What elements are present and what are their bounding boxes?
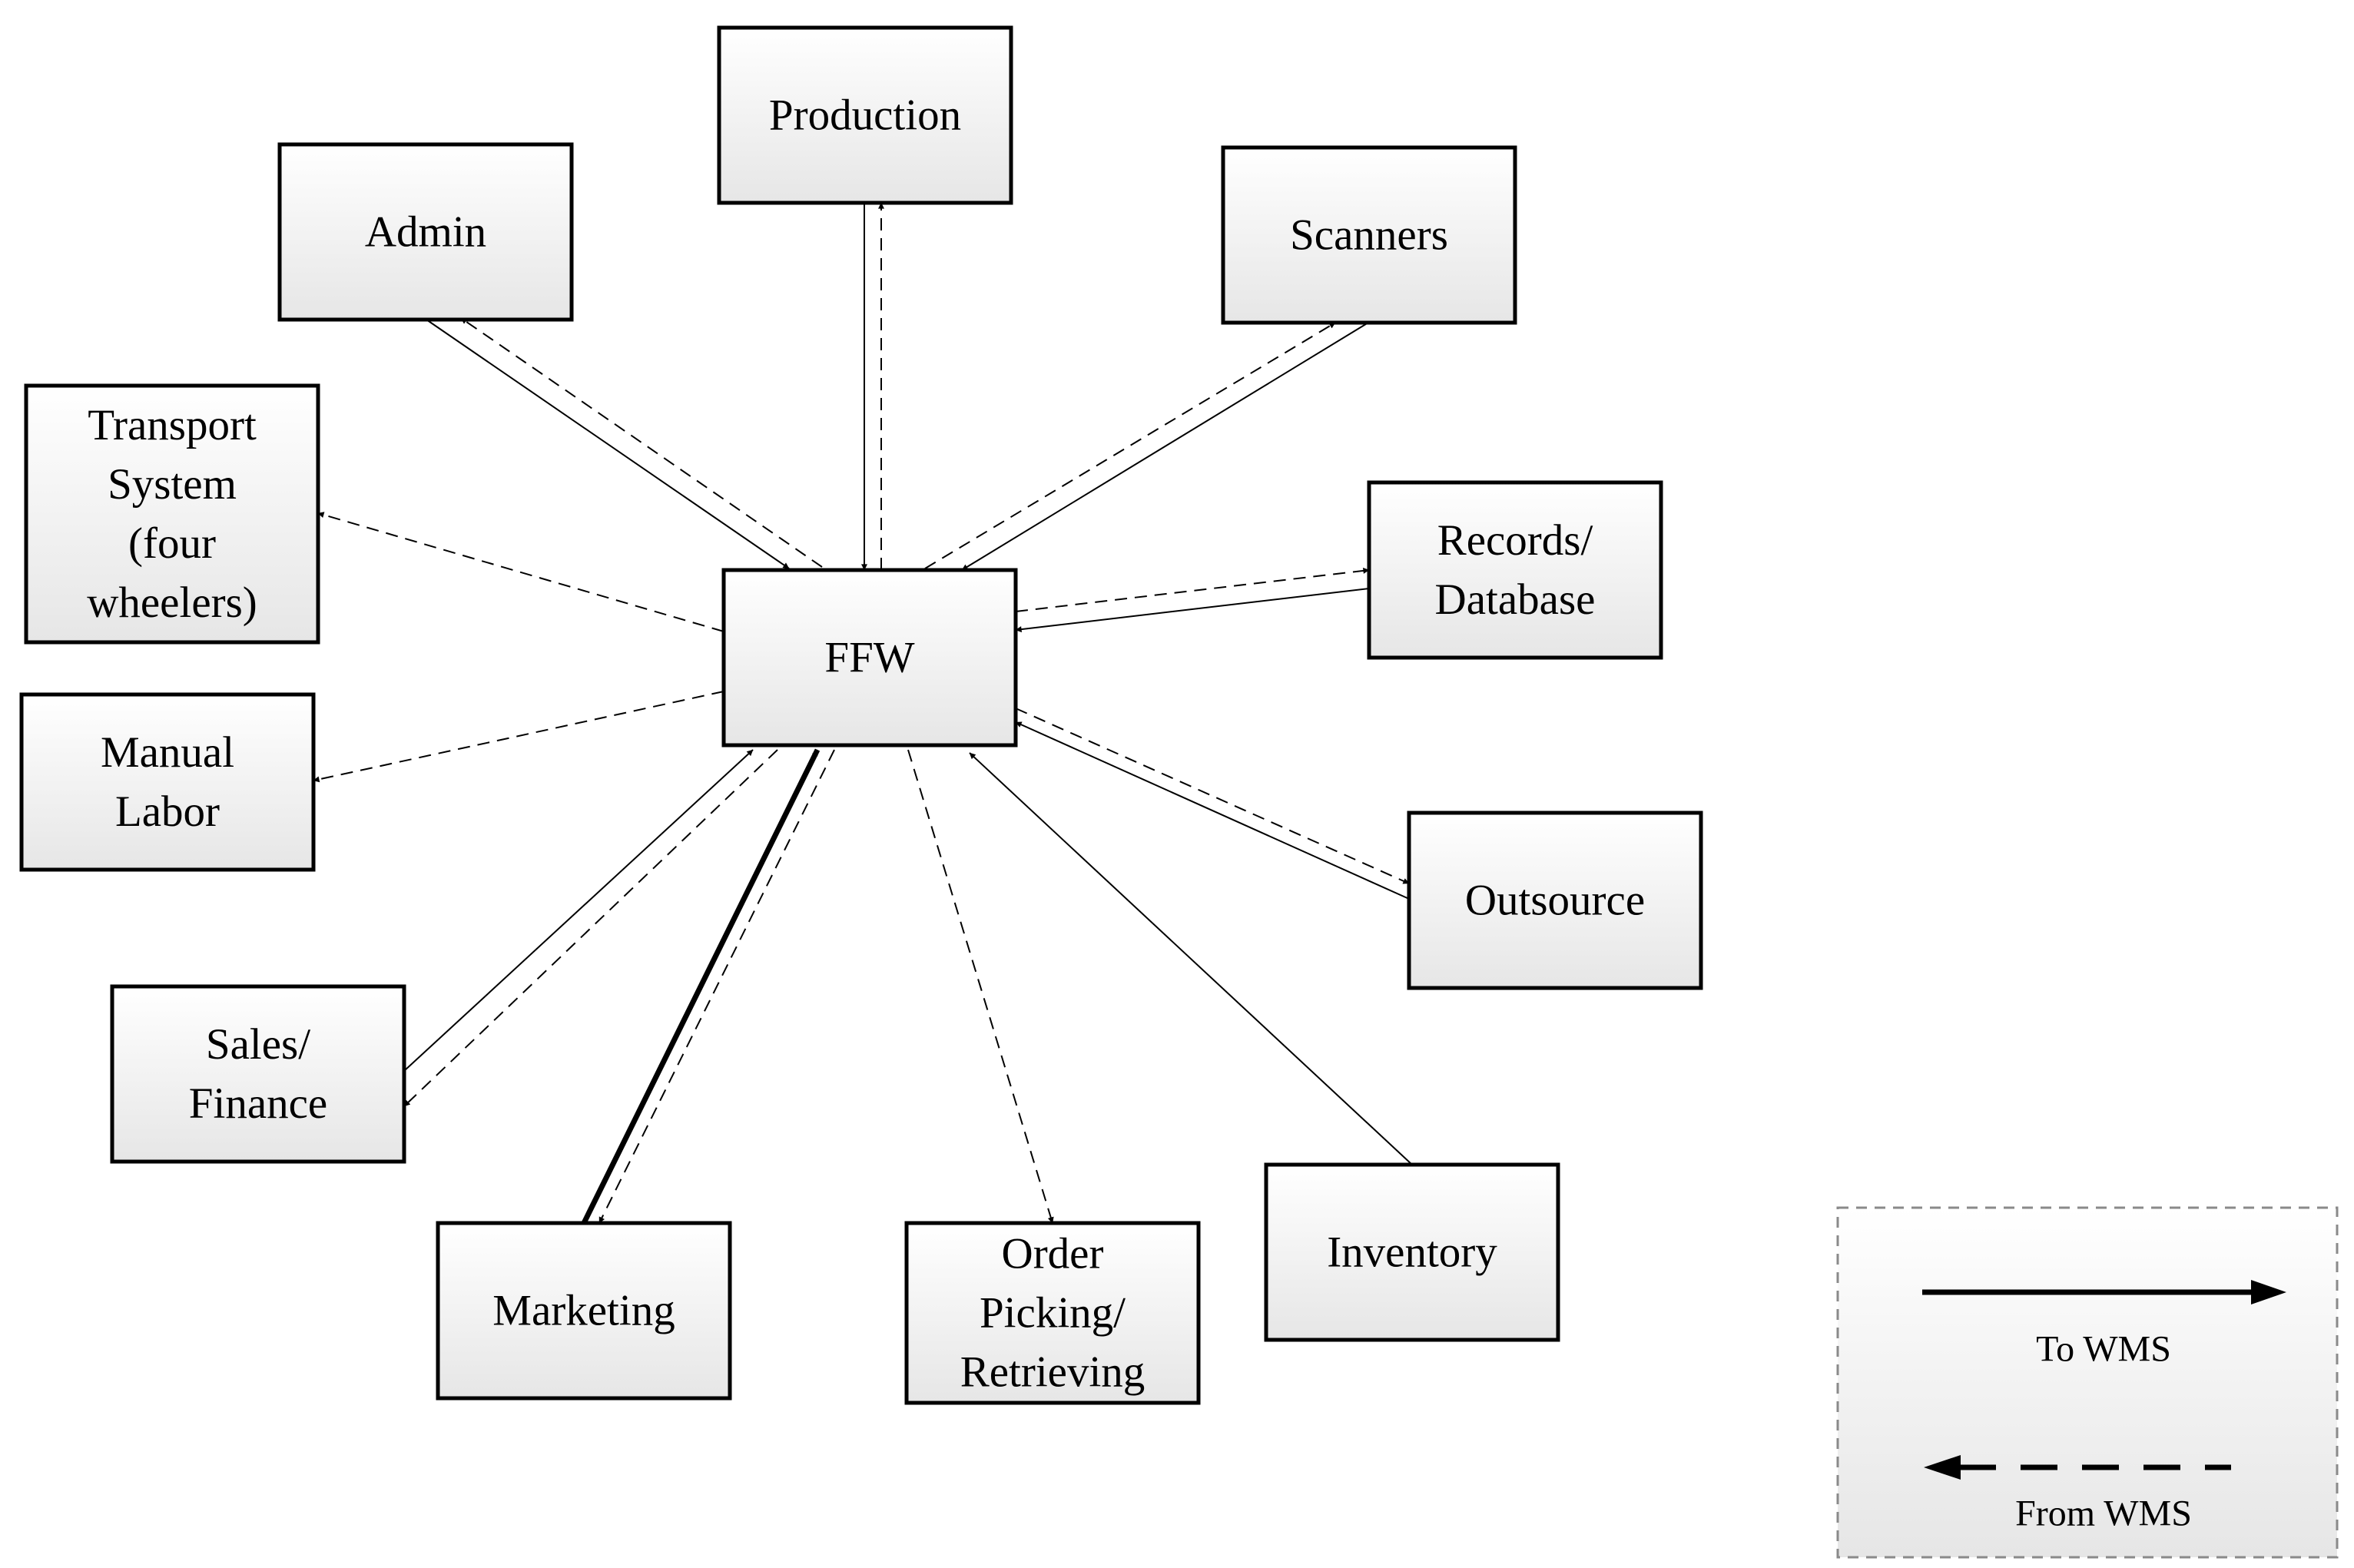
to-wms-connector-scanners: [961, 322, 1369, 571]
legend-box: [1836, 1206, 2339, 1559]
node-ffw: FFW: [721, 568, 1018, 748]
node-production-label: Production: [769, 91, 961, 140]
to-wms-connector-records: [1015, 588, 1370, 633]
node-transport-label: Transport: [88, 401, 257, 449]
from-wms-connector-records: [1015, 567, 1370, 612]
node-transport-box: [24, 383, 320, 645]
node-sales-label: Sales/: [206, 1020, 310, 1069]
node-scanners: Scanners: [1221, 145, 1517, 325]
node-admin-box: [277, 142, 574, 322]
node-ffw-label: FFW: [824, 634, 914, 682]
connector-layer: [313, 202, 1413, 1225]
node-ffw-box: [721, 568, 1018, 748]
to-wms-label: To WMS: [2036, 1329, 2171, 1370]
node-sales-label: Finance: [189, 1079, 327, 1128]
node-records: Records/Database: [1367, 480, 1663, 660]
from-wms-connector-transport: [317, 512, 724, 632]
node-inventory-box: [1264, 1162, 1560, 1342]
to-wms-arrowhead: [2251, 1280, 2286, 1304]
node-order-box: [904, 1221, 1201, 1405]
from-wms-connector-manual: [313, 691, 724, 783]
node-records-box: [1367, 480, 1663, 660]
node-scanners-label: Scanners: [1290, 211, 1448, 260]
node-records-label: Records/: [1437, 516, 1593, 565]
node-manual-label: Labor: [115, 787, 220, 836]
node-sales-box: [110, 984, 406, 1164]
from-wms-connector-order: [907, 749, 1054, 1224]
node-order-label: Picking/: [980, 1289, 1126, 1338]
node-inventory: Inventory: [1264, 1162, 1560, 1342]
node-production: Production: [717, 25, 1013, 205]
node-outsource-box: [1407, 811, 1703, 990]
node-production-box: [717, 25, 1013, 205]
node-transport-label: System: [108, 460, 237, 509]
node-transport-label: (four: [128, 519, 216, 568]
node-marketing-box: [436, 1221, 732, 1401]
node-admin: Admin: [277, 142, 574, 322]
node-manual-label: Manual: [101, 728, 234, 777]
legend: To WMS From WMS: [1836, 1206, 2339, 1559]
node-manual-box: [19, 692, 316, 872]
node-outsource: Outsource: [1407, 811, 1703, 990]
node-inventory-label: Inventory: [1327, 1228, 1497, 1277]
node-scanners-box: [1221, 145, 1517, 325]
node-transport-label: wheelers): [87, 578, 257, 627]
node-admin-label: Admin: [365, 208, 486, 257]
from-wms-connector-admin: [460, 317, 823, 568]
to-wms-connector-outsource: [1015, 721, 1410, 900]
from-wms-connector-scanners: [924, 322, 1336, 569]
node-records-label: Database: [1435, 575, 1596, 624]
from-wms-connector-outsource: [1015, 708, 1410, 884]
from-wms-connector-sales: [403, 749, 778, 1107]
to-wms-connector-marketing: [581, 748, 821, 1225]
from-wms-connector-marketing: [598, 749, 835, 1224]
from-wms-label: From WMS: [2015, 1493, 2192, 1534]
node-outsource-label: Outsource: [1465, 877, 1645, 925]
to-wms-connector-sales: [403, 749, 754, 1072]
node-sales: Sales/Finance: [110, 984, 406, 1164]
node-order-label: Order: [1002, 1230, 1104, 1278]
to-wms-connector-admin: [426, 319, 790, 569]
to-wms-connector-inventory: [969, 752, 1413, 1165]
node-marketing: Marketing: [436, 1221, 732, 1401]
node-order-label: Retrieving: [960, 1348, 1146, 1397]
from-wms-arrowhead: [1924, 1455, 1961, 1480]
node-marketing-label: Marketing: [492, 1287, 675, 1335]
